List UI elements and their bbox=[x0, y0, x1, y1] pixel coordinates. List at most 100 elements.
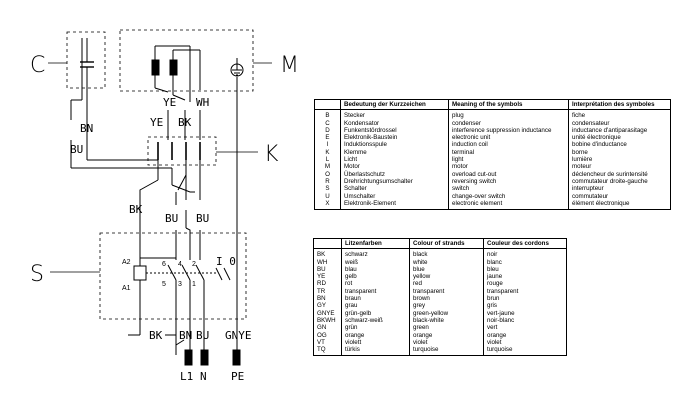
symbols-cell: D bbox=[314, 126, 341, 135]
colors-cell: schwarz-weiß bbox=[341, 316, 410, 325]
colors-header-cell: Colour of strands bbox=[409, 237, 484, 250]
switch-label: S bbox=[30, 262, 44, 287]
supply-label-l1: L1 bbox=[180, 370, 193, 383]
colors-cell: OG bbox=[313, 331, 342, 339]
colors-cell: yellow bbox=[409, 273, 484, 281]
symbols-cell: electronic element bbox=[448, 199, 569, 211]
colors-cell: BU bbox=[313, 265, 342, 274]
pin-label-4: 4 bbox=[178, 261, 182, 268]
colors-cell: BN bbox=[313, 295, 342, 303]
colors-cell: orange bbox=[409, 331, 484, 339]
symbols-cell: commutateur droite-gauche bbox=[568, 177, 671, 186]
symbols-cell: B bbox=[314, 109, 341, 120]
symbols-cell: plug bbox=[448, 109, 569, 120]
colors-cell: gris bbox=[483, 302, 567, 310]
pin-label-3: 3 bbox=[178, 281, 182, 288]
colors-cell: braun bbox=[341, 295, 410, 303]
supply-label-pe: PE bbox=[231, 370, 244, 383]
symbols-cell: Umschalter bbox=[340, 192, 449, 200]
symbols-cell: light bbox=[448, 156, 569, 164]
wire-label-bk-bottom: BK bbox=[149, 329, 163, 342]
symbols-cell: X bbox=[314, 199, 341, 211]
symbols-cell: Induktionsspule bbox=[340, 141, 449, 149]
symbols-cell: I bbox=[314, 141, 341, 149]
wire-label-wh-motor: WH bbox=[196, 96, 209, 109]
symbols-cell: motor bbox=[448, 163, 569, 171]
colors-cell: transparent bbox=[483, 287, 567, 296]
symbols-cell: élément électronique bbox=[568, 199, 671, 211]
symbols-cell: borne bbox=[568, 148, 671, 157]
symbols-cell: electronic unit bbox=[448, 134, 569, 142]
wire-label-bk-terminal: BK bbox=[178, 116, 192, 129]
motor-box bbox=[119, 29, 254, 92]
wire-label-bk-left: BK bbox=[129, 203, 143, 216]
symbols-cell: R bbox=[314, 177, 341, 186]
colors-cell: noir-blanc bbox=[483, 316, 567, 325]
colors-cell: turquoise bbox=[483, 346, 567, 357]
colors-cell: brown bbox=[409, 295, 484, 303]
colors-cell: VT bbox=[313, 338, 342, 347]
symbols-cell: déclencheur de surintensité bbox=[568, 170, 671, 178]
colors-cell: grau bbox=[341, 302, 410, 310]
supply-label-n: N bbox=[200, 370, 207, 383]
symbols-cell: lumière bbox=[568, 156, 671, 164]
colors-cell: rouge bbox=[483, 280, 567, 288]
terminal-label: K bbox=[264, 142, 279, 167]
symbols-cell: condensateur bbox=[568, 119, 671, 127]
symbols-cell: interrupteur bbox=[568, 185, 671, 193]
wire-label-bn-left: BN bbox=[80, 122, 93, 135]
switch-io-label: I 0 bbox=[216, 255, 236, 268]
wire-label-ye-terminal: YE bbox=[150, 116, 163, 129]
symbols-cell: bobine d'inductance bbox=[568, 141, 671, 149]
pin-label-1: 1 bbox=[192, 281, 196, 288]
symbols-cell: condenser bbox=[448, 119, 569, 127]
symbols-cell: C bbox=[314, 119, 341, 127]
colors-cell: YE bbox=[313, 273, 342, 281]
symbols-cell: terminal bbox=[448, 148, 569, 157]
symbols-cell: change-over switch bbox=[448, 192, 569, 200]
colors-cell: BKWH bbox=[313, 316, 342, 325]
colors-cell: türkis bbox=[341, 346, 410, 357]
symbols-cell: fiche bbox=[568, 109, 671, 120]
symbols-cell: interference suppression inductance bbox=[448, 126, 569, 135]
symbols-cell: E bbox=[314, 134, 341, 142]
symbols-cell: Schalter bbox=[340, 185, 449, 193]
colors-cell: transparent bbox=[409, 287, 484, 296]
symbols-cell: overload cut-out bbox=[448, 170, 569, 178]
symbols-cell: M bbox=[314, 163, 341, 171]
symbols-cell: commutateur bbox=[568, 192, 671, 200]
pin-label-6: 6 bbox=[162, 261, 166, 268]
colors-cell: blau bbox=[341, 265, 410, 274]
colors-cell: rot bbox=[341, 280, 410, 288]
colors-cell: grün-gelb bbox=[341, 309, 410, 317]
colors-cell: schwarz bbox=[341, 248, 410, 259]
wire-label-bu-bottom: BU bbox=[196, 329, 209, 342]
symbols-cell: Drehrichtungsumschalter bbox=[340, 177, 449, 186]
colors-cell: grün bbox=[341, 324, 410, 332]
symbols-header-cell: Interprétation des symboles bbox=[568, 98, 671, 111]
symbols-cell: L bbox=[314, 156, 341, 164]
colors-cell: green-yellow bbox=[409, 309, 484, 317]
colors-cell: GNYE bbox=[313, 309, 342, 317]
symbols-cell: O bbox=[314, 170, 341, 178]
